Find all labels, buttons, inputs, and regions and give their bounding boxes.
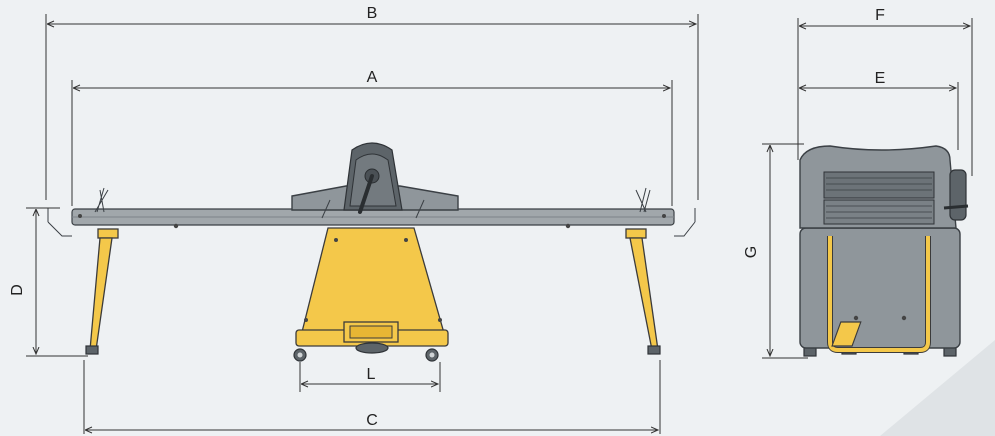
dimensions: B A D L C F E G xyxy=(9,5,973,434)
dimension-label-l: L xyxy=(367,366,376,383)
right-rail-end xyxy=(635,187,696,237)
conveyor-rail xyxy=(71,208,675,229)
side-view xyxy=(799,145,969,357)
dimension-label-e: E xyxy=(875,70,886,87)
left-rail-end xyxy=(47,187,109,237)
base-stand xyxy=(293,227,449,362)
front-view xyxy=(47,142,696,362)
dimension-label-d: D xyxy=(9,284,26,296)
left-leg xyxy=(85,228,119,355)
dimension-label-f: F xyxy=(875,7,885,24)
dimension-label-b: B xyxy=(367,5,378,22)
dimension-label-a: A xyxy=(367,69,378,86)
dimension-label-c: C xyxy=(366,412,378,429)
corner-shade xyxy=(880,340,995,436)
dimension-label-g: G xyxy=(743,246,760,258)
center-head xyxy=(291,142,459,219)
right-leg xyxy=(625,228,661,355)
